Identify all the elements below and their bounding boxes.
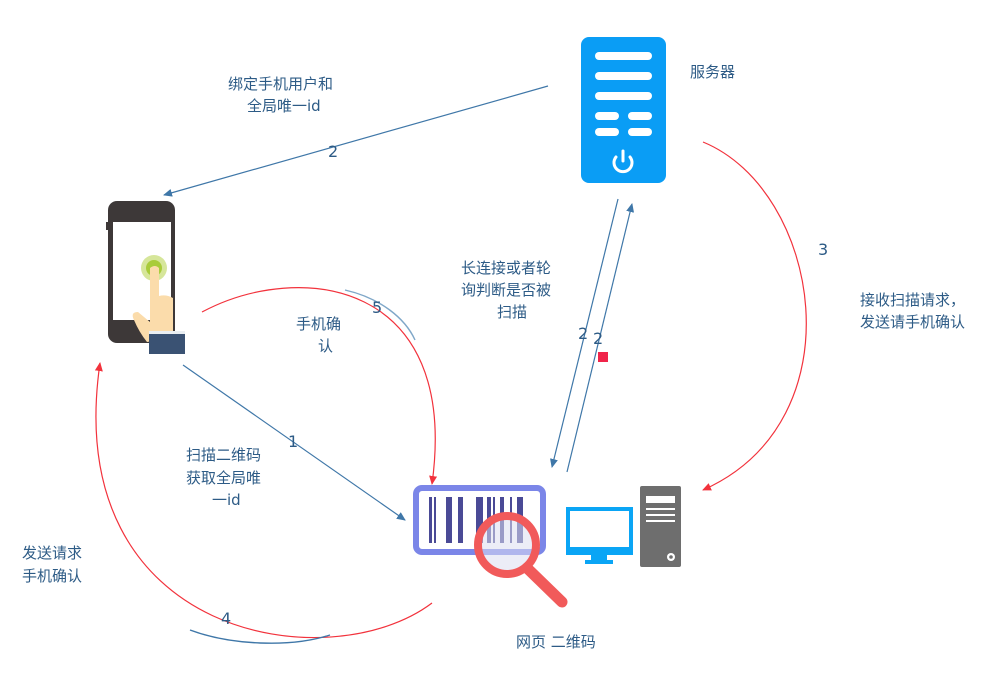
step-1-label: 1: [288, 432, 299, 451]
step-4-label: 4: [221, 609, 232, 628]
arrow-poll-down: [550, 198, 619, 468]
confirm-label-line2: 认: [318, 337, 334, 355]
poll-label-line3: 扫描: [497, 303, 528, 321]
step-2-label: 2: [328, 142, 339, 161]
monitor-icon: [566, 507, 633, 564]
confirm-label-line1: 手机确: [296, 315, 342, 333]
computer-tower-icon: [640, 486, 681, 567]
qr-code-icon: [413, 485, 568, 608]
step-2b-label: 2: [593, 329, 604, 348]
step-5-label: 5: [372, 298, 383, 317]
arrow-step-4-blue-part: [189, 629, 331, 644]
arrow-step-1-scan: [182, 364, 406, 521]
scan-request-label-line2: 发送请手机确认: [860, 313, 966, 331]
phone-icon: [106, 201, 185, 354]
arrow-step-4: [94, 362, 433, 639]
bind-label-line1: 绑定手机用户和: [228, 75, 334, 93]
bind-label-line2: 全局唯一id: [247, 97, 321, 115]
arrow-step-5: [201, 287, 438, 485]
scan-label-line3: 一id: [212, 491, 241, 509]
server-icon: [581, 37, 666, 183]
arrow-step-2-bind: [163, 85, 549, 197]
poll-label-line1: 长连接或者轮: [461, 259, 552, 277]
send-label-line2: 手机确认: [22, 567, 83, 585]
red-marker: [598, 352, 608, 362]
arrow-poll-up: [566, 203, 635, 473]
scan-label-line1: 扫描二维码: [186, 446, 262, 464]
webpage-qr-label: 网页 二维码: [516, 633, 596, 651]
server-label: 服务器: [690, 63, 736, 81]
scan-request-label-line1: 接收扫描请求，: [860, 291, 966, 309]
send-label-line1: 发送请求: [22, 544, 83, 562]
scan-label-line2: 获取全局唯: [186, 469, 262, 487]
poll-label-line2: 询判断是否被: [461, 281, 552, 299]
arrow-step-5-blue-part: [344, 289, 416, 341]
step-3-label: 3: [818, 240, 829, 259]
arrow-step-3: [702, 141, 807, 491]
step-2a-label: 2: [578, 324, 589, 343]
